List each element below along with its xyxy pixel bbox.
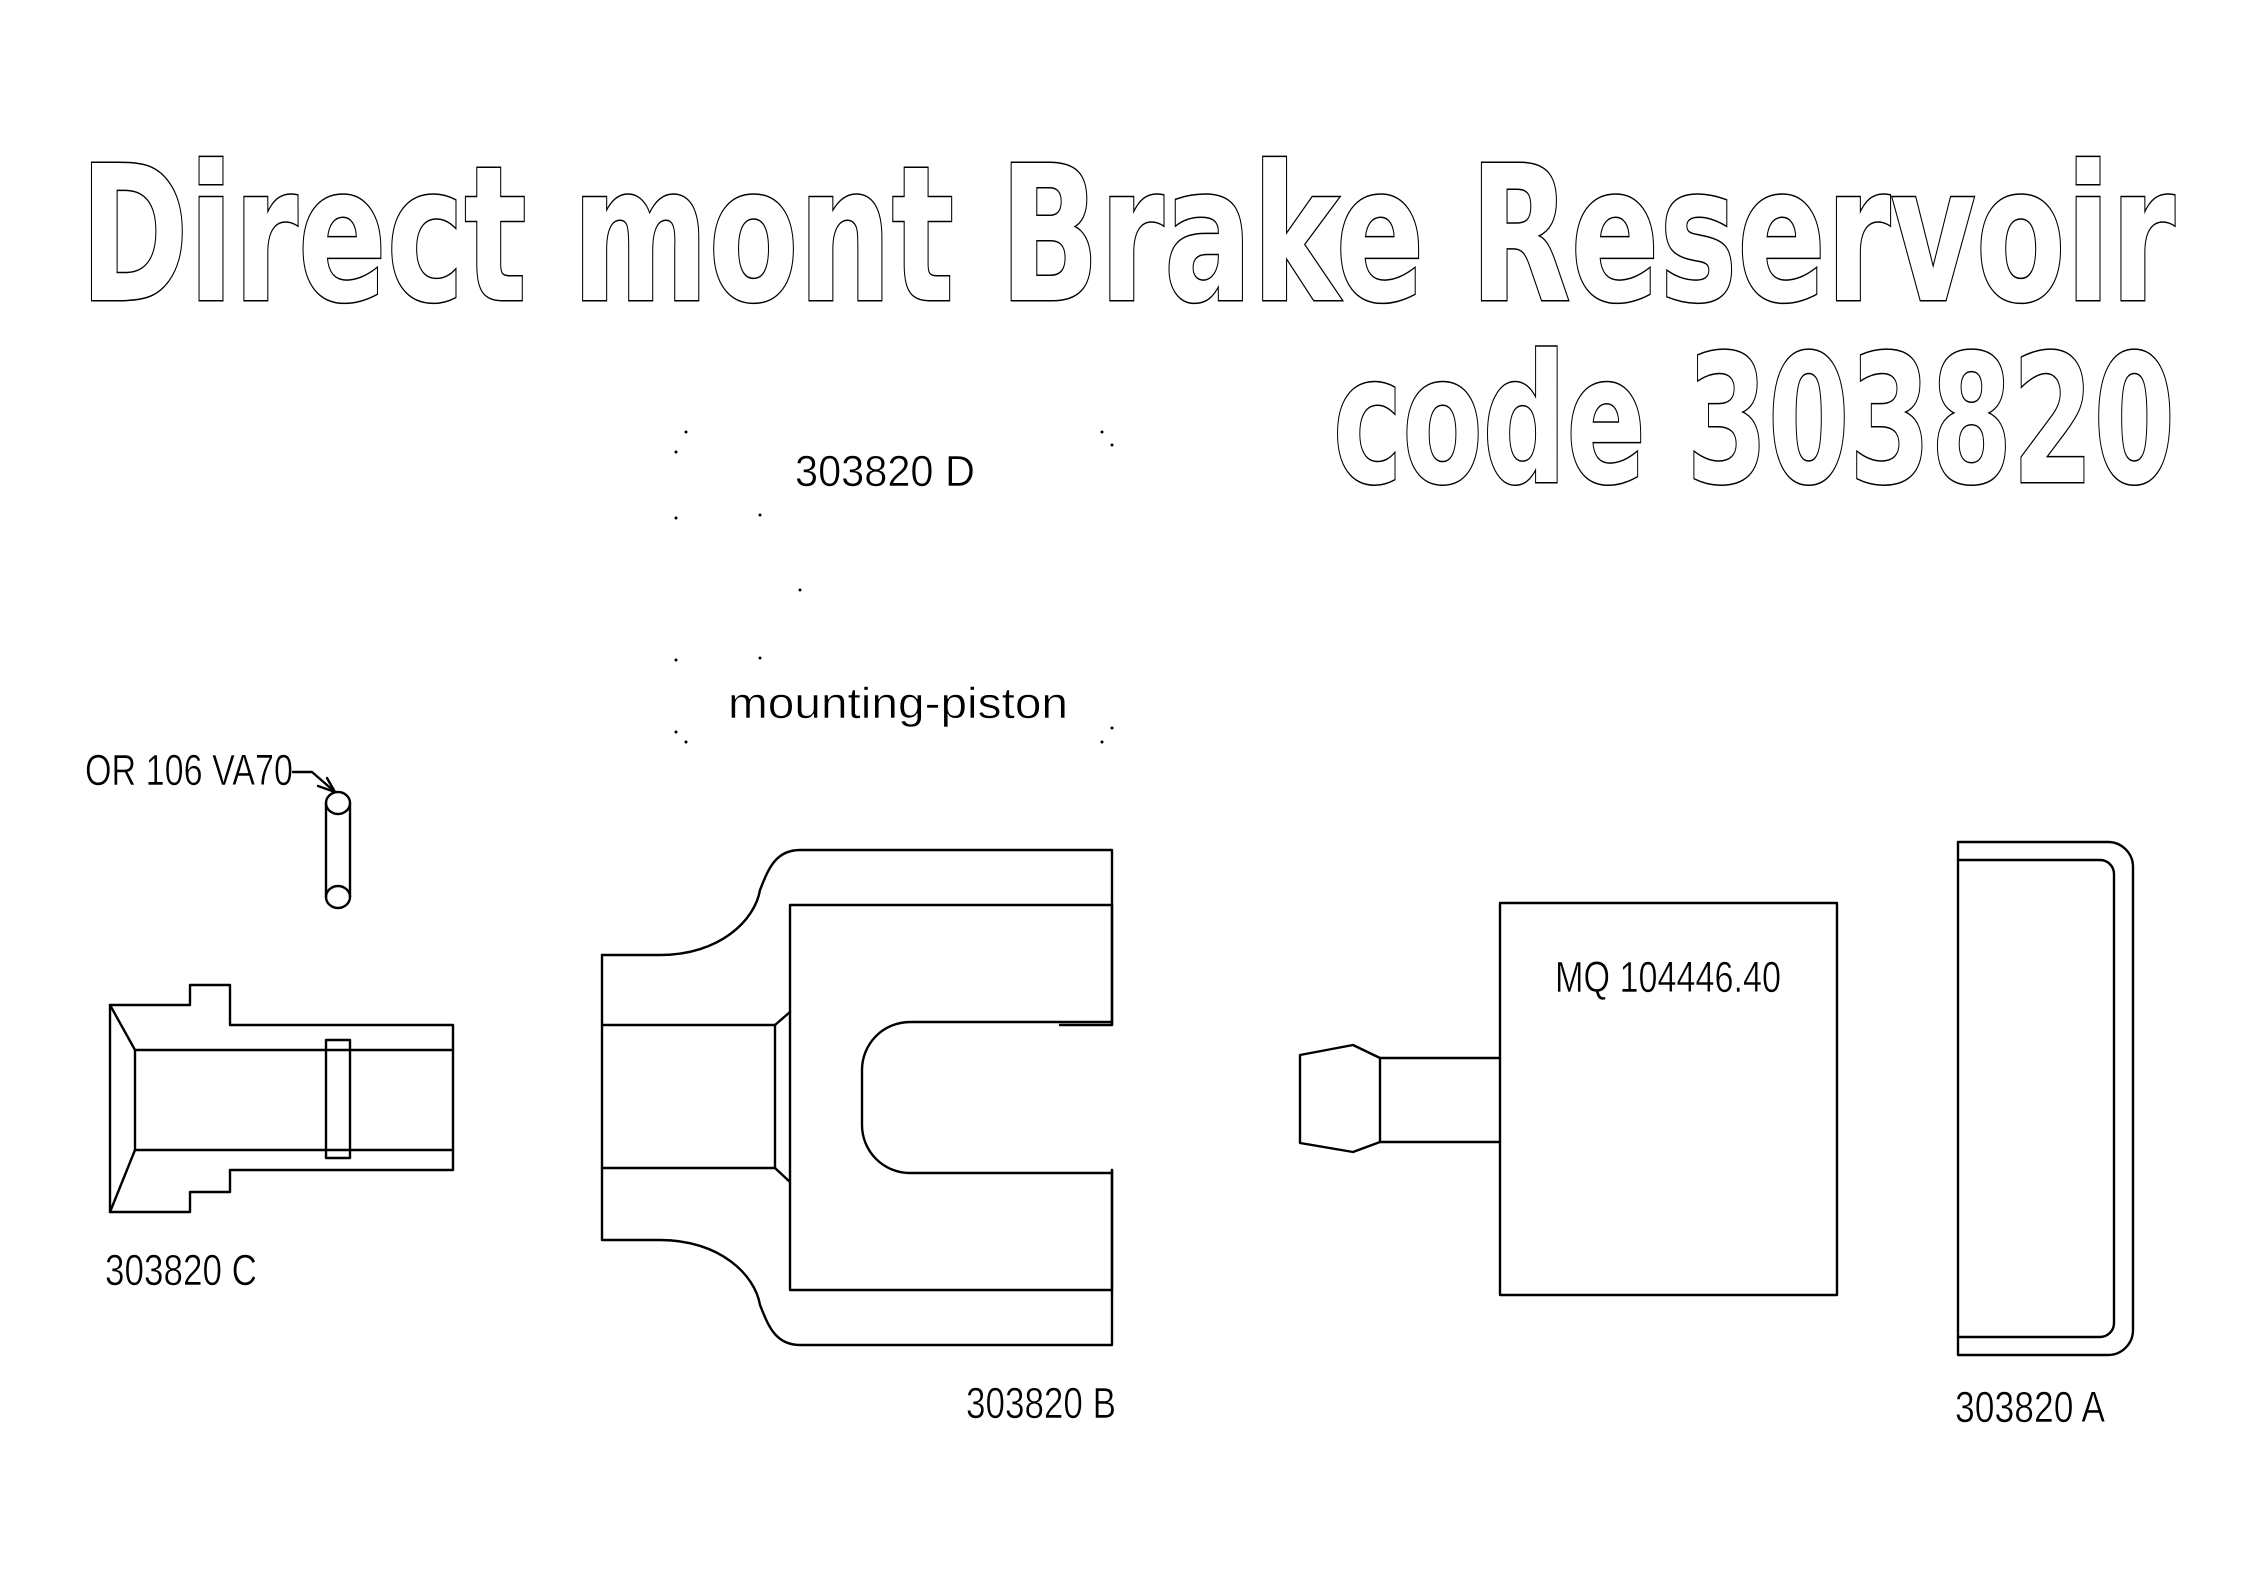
label-303820-d: 303820 D xyxy=(795,447,975,496)
part-a-cap xyxy=(1956,840,2135,1357)
part-c-fitting xyxy=(108,983,455,1214)
oring-part xyxy=(324,790,352,910)
label-303820-c: 303820 C xyxy=(105,1246,257,1295)
label-303820-b: 303820 B xyxy=(966,1379,1116,1428)
part-b-mounting-body xyxy=(600,848,1114,1347)
title-line-2: code 303820 xyxy=(1333,317,2175,524)
label-mounting-piston: mounting-piston xyxy=(728,679,1068,728)
oring-leader-arrow xyxy=(291,770,337,794)
title-line-1: Direct mont Brake Reservoir xyxy=(80,126,2175,345)
label-oring: OR 106 VA70 xyxy=(85,746,293,795)
construction-dots xyxy=(674,430,1114,744)
reservoir-part xyxy=(1298,901,1839,1297)
label-303820-a: 303820 A xyxy=(1955,1383,2106,1432)
label-reservoir-code: MQ 104446.40 xyxy=(1555,953,1781,1002)
